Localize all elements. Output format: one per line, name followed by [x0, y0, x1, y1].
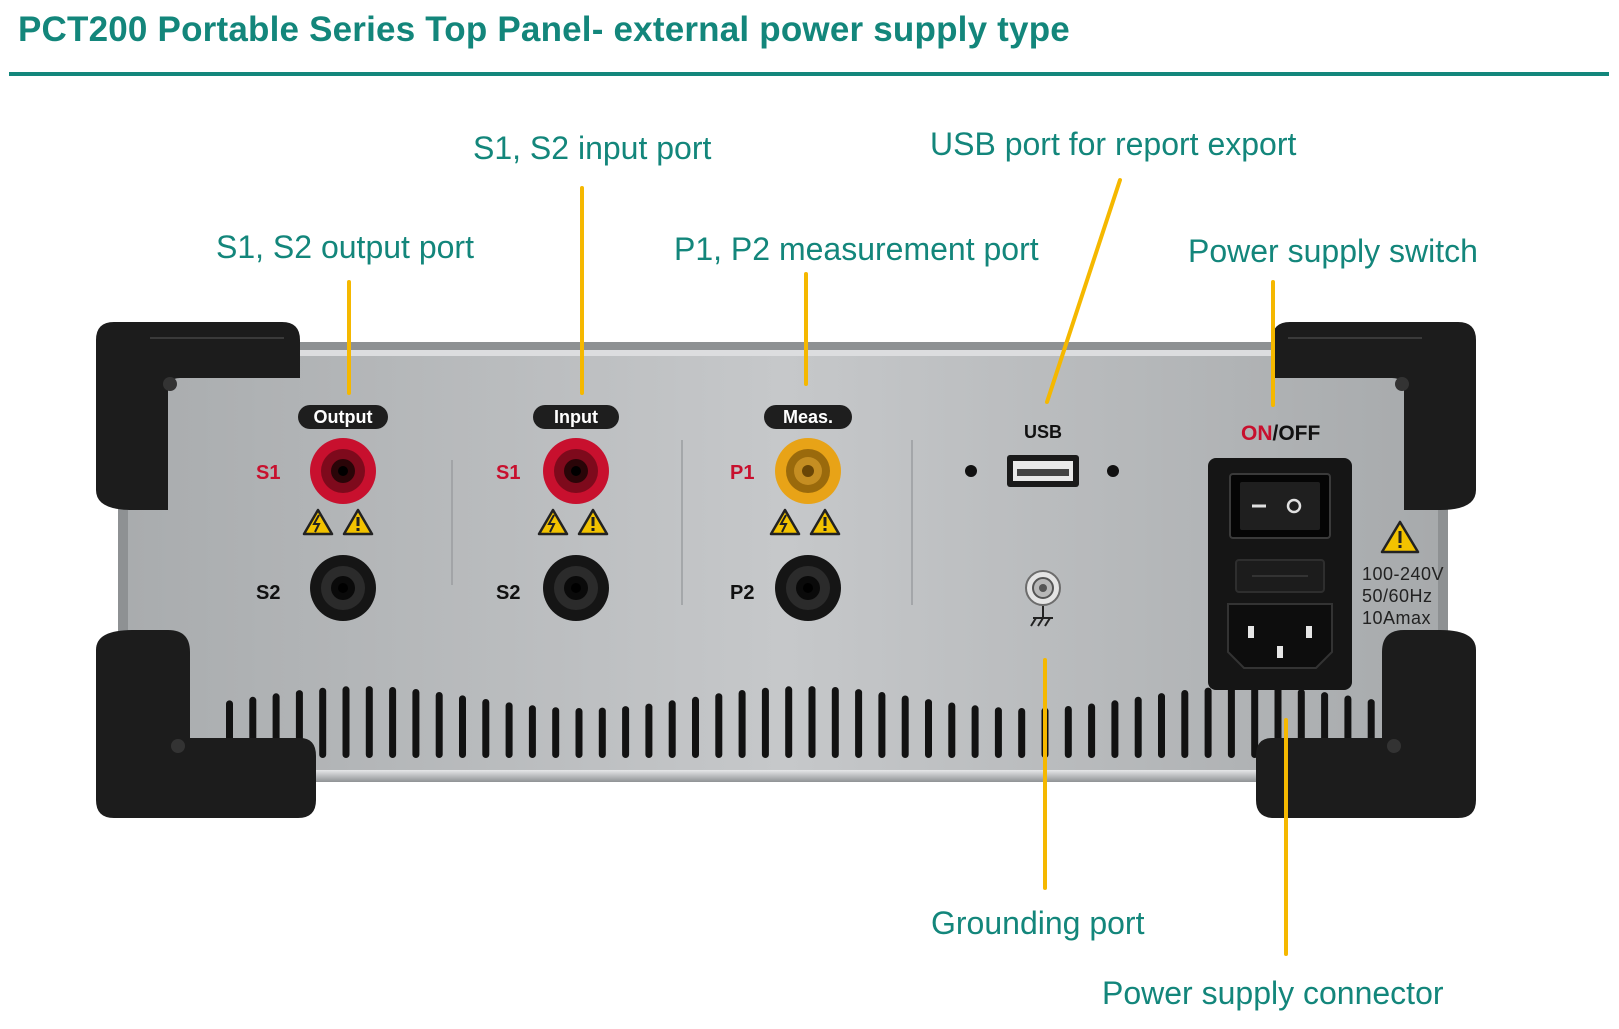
vent-slot — [365, 686, 373, 758]
callout-input-port: S1, S2 input port — [473, 130, 712, 166]
ground-symbol-icon — [1030, 606, 1053, 627]
vent-slot — [692, 696, 699, 758]
vent-slot — [948, 702, 956, 758]
rating-frequency: 50/60Hz — [1362, 586, 1433, 606]
vent-slot — [412, 689, 420, 758]
page-title: PCT200 Portable Series Top Panel- extern… — [18, 10, 1070, 49]
screw-hole — [1107, 465, 1119, 477]
rating-current: 10Amax — [1362, 608, 1431, 628]
vent-slot — [1158, 693, 1165, 758]
vent-slot — [459, 695, 466, 758]
output-s1-label: S1 — [256, 462, 280, 484]
vent-slot — [1134, 696, 1142, 758]
output-s2-label: S2 — [256, 582, 280, 604]
usb-port-group: USB — [965, 422, 1119, 487]
input-s2-label: S2 — [496, 582, 520, 604]
vent-slot — [342, 686, 350, 758]
vent-slot — [1111, 700, 1119, 758]
vent-slot — [715, 693, 723, 758]
vent-slot — [1204, 687, 1212, 758]
vent-slot — [855, 689, 863, 758]
vent-slot — [1018, 708, 1026, 758]
vent-slot — [528, 705, 536, 758]
output-s2-terminal[interactable] — [310, 555, 376, 621]
vent-slot — [1227, 686, 1235, 758]
title-rule — [9, 72, 1609, 76]
switch-label-off: /OFF — [1273, 422, 1321, 445]
vent-slot — [994, 707, 1002, 758]
vent-slot — [1088, 703, 1096, 758]
vent-slot — [1181, 690, 1189, 758]
meas-badge-label: Meas. — [783, 407, 833, 427]
vent-slot — [319, 687, 327, 758]
switch-label-on: ON — [1241, 422, 1273, 445]
callout-power-connector: Power supply connector — [1102, 975, 1444, 1011]
vent-slot — [971, 705, 979, 758]
input-s1-label: S1 — [496, 462, 520, 484]
screw-hole — [965, 465, 977, 477]
input-s2-terminal[interactable] — [543, 555, 609, 621]
corner-bumper-bottom-left — [96, 630, 316, 818]
input-s1-terminal[interactable] — [543, 438, 609, 504]
vent-slot — [598, 707, 606, 758]
vent-slot — [831, 687, 839, 758]
vent-slot — [738, 690, 746, 758]
callout-grounding-port: Grounding port — [931, 905, 1145, 941]
grounding-port[interactable] — [1025, 570, 1061, 606]
vent-slot — [1251, 686, 1259, 758]
output-badge — [298, 405, 388, 429]
output-s1-terminal[interactable] — [310, 438, 376, 504]
vent-slot — [389, 687, 397, 758]
vent-slot — [552, 707, 560, 758]
vent-slot — [622, 706, 630, 758]
leader-usb-port — [1045, 178, 1122, 404]
vent-slot — [925, 699, 932, 758]
meas-p1-label: P1 — [730, 462, 754, 484]
vent-slot — [668, 700, 676, 758]
output-terminal-group: Output S1 S2 — [256, 405, 388, 621]
meas-p2-terminal[interactable] — [775, 555, 841, 621]
corner-bumper-bottom-right — [1256, 630, 1476, 818]
vent-slot — [482, 699, 490, 758]
callout-power-switch: Power supply switch — [1188, 233, 1478, 269]
meas-p1-terminal[interactable] — [775, 438, 841, 504]
vent-slot — [808, 686, 816, 758]
meas-terminal-group: Meas. P1 P2 — [730, 405, 852, 621]
input-badge-label: Input — [554, 407, 598, 427]
power-inlet[interactable] — [1227, 603, 1333, 669]
vent-slot — [785, 686, 793, 758]
meas-p2-label: P2 — [730, 582, 754, 604]
meas-badge — [764, 405, 852, 429]
vent-slot — [505, 702, 513, 758]
usb-label: USB — [1024, 422, 1062, 442]
callout-usb-port: USB port for report export — [930, 126, 1297, 162]
switch-label: ON/OFF — [1241, 422, 1320, 445]
corner-bumper-top-left — [96, 322, 300, 510]
power-switch[interactable] — [1229, 473, 1331, 539]
rating-voltage: 100-240V — [1362, 564, 1444, 584]
input-badge — [533, 405, 619, 429]
warning-icon — [1380, 520, 1420, 554]
vent-slot — [761, 687, 769, 758]
callout-measurement-port: P1, P2 measurement port — [674, 231, 1039, 267]
leader-lines — [347, 178, 1288, 956]
vent-slot — [1064, 706, 1072, 758]
corner-bumper-top-right — [1272, 322, 1476, 510]
input-terminal-group: Input S1 S2 — [496, 405, 619, 621]
callout-output-port: S1, S2 output port — [216, 229, 474, 265]
output-badge-label: Output — [314, 407, 373, 427]
vent-slot — [645, 703, 653, 758]
vent-slot — [901, 695, 909, 758]
vent-slot — [878, 692, 886, 758]
vent-slot — [575, 708, 583, 758]
usb-port[interactable] — [1007, 455, 1079, 487]
power-module: ON/OFF 100-240V 50/60Hz 10Amax — [1208, 422, 1444, 690]
vent-slot — [435, 692, 443, 758]
